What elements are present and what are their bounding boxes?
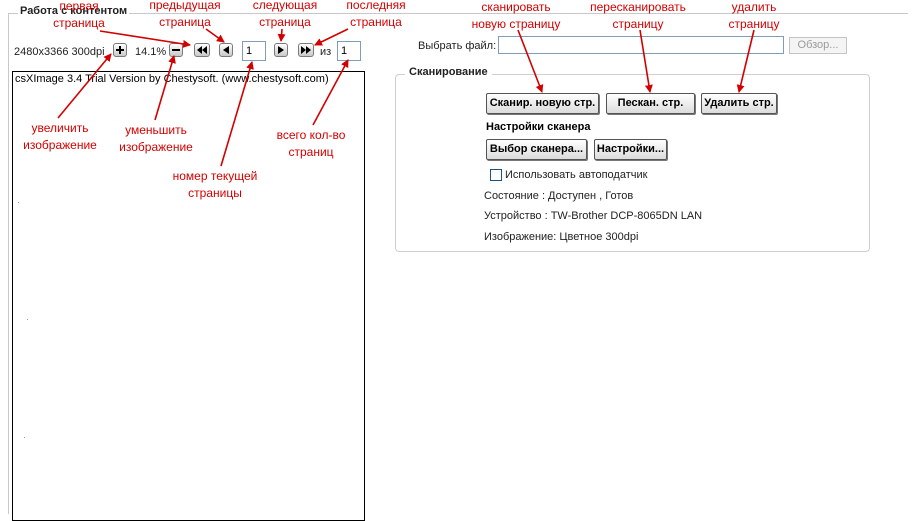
next-page-button[interactable] xyxy=(274,43,288,57)
scan-new-page-button[interactable]: Сканир. новую стр. xyxy=(486,93,599,114)
first-page-button[interactable] xyxy=(194,43,210,57)
file-path-input[interactable] xyxy=(498,36,784,54)
content-frame-top-border xyxy=(8,13,908,14)
scanning-legend: Сканирование xyxy=(405,66,492,78)
scan-speck xyxy=(24,437,25,438)
device-text: Устройство : TW-Brother DCP-8065DN LAN xyxy=(484,210,703,222)
of-label: из xyxy=(320,46,332,58)
last-page-button[interactable] xyxy=(298,43,314,57)
double-right-arrow-icon xyxy=(301,46,311,54)
image-viewer[interactable] xyxy=(12,71,365,521)
delete-page-button[interactable]: Удалить стр. xyxy=(701,93,777,114)
scan-speck xyxy=(18,202,19,203)
minus-icon xyxy=(172,49,180,51)
select-scanner-button[interactable]: Выбор сканера... xyxy=(486,139,587,160)
scanner-settings-button[interactable]: Настройки... xyxy=(594,139,667,160)
scanner-settings-heading: Настройки сканера xyxy=(486,121,591,133)
autofeeder-checkbox[interactable] xyxy=(490,169,502,181)
viewer-watermark: csXImage 3.4 Trial Version by Chestysoft… xyxy=(15,73,329,85)
zoom-out-button[interactable] xyxy=(169,43,183,57)
left-arrow-icon xyxy=(223,46,229,54)
section-title: Работа с контентом xyxy=(18,5,130,17)
double-left-arrow-icon xyxy=(197,46,207,54)
content-frame-left-border xyxy=(8,13,9,514)
total-pages-field: 1 xyxy=(337,41,361,61)
scan-speck xyxy=(27,319,28,320)
rescan-page-button[interactable]: Пескан. стр. xyxy=(606,93,695,114)
plus-icon xyxy=(116,46,124,54)
current-page-input[interactable]: 1 xyxy=(242,41,266,61)
prev-page-button[interactable] xyxy=(219,43,233,57)
zoom-level: 14.1% xyxy=(135,46,167,58)
zoom-in-button[interactable] xyxy=(113,43,127,57)
image-mode-text: Изображение: Цветное 300dpi xyxy=(484,231,639,243)
file-label: Выбрать файл: xyxy=(418,40,497,52)
right-arrow-icon xyxy=(278,46,284,54)
scanning-fieldset xyxy=(395,74,870,252)
image-info: 2480x3366 300dpi xyxy=(14,46,105,58)
status-text: Состояние : Доступен , Готов xyxy=(484,190,634,202)
browse-button[interactable]: Обзор... xyxy=(789,37,847,54)
autofeeder-label: Использовать автоподатчик xyxy=(505,169,648,181)
